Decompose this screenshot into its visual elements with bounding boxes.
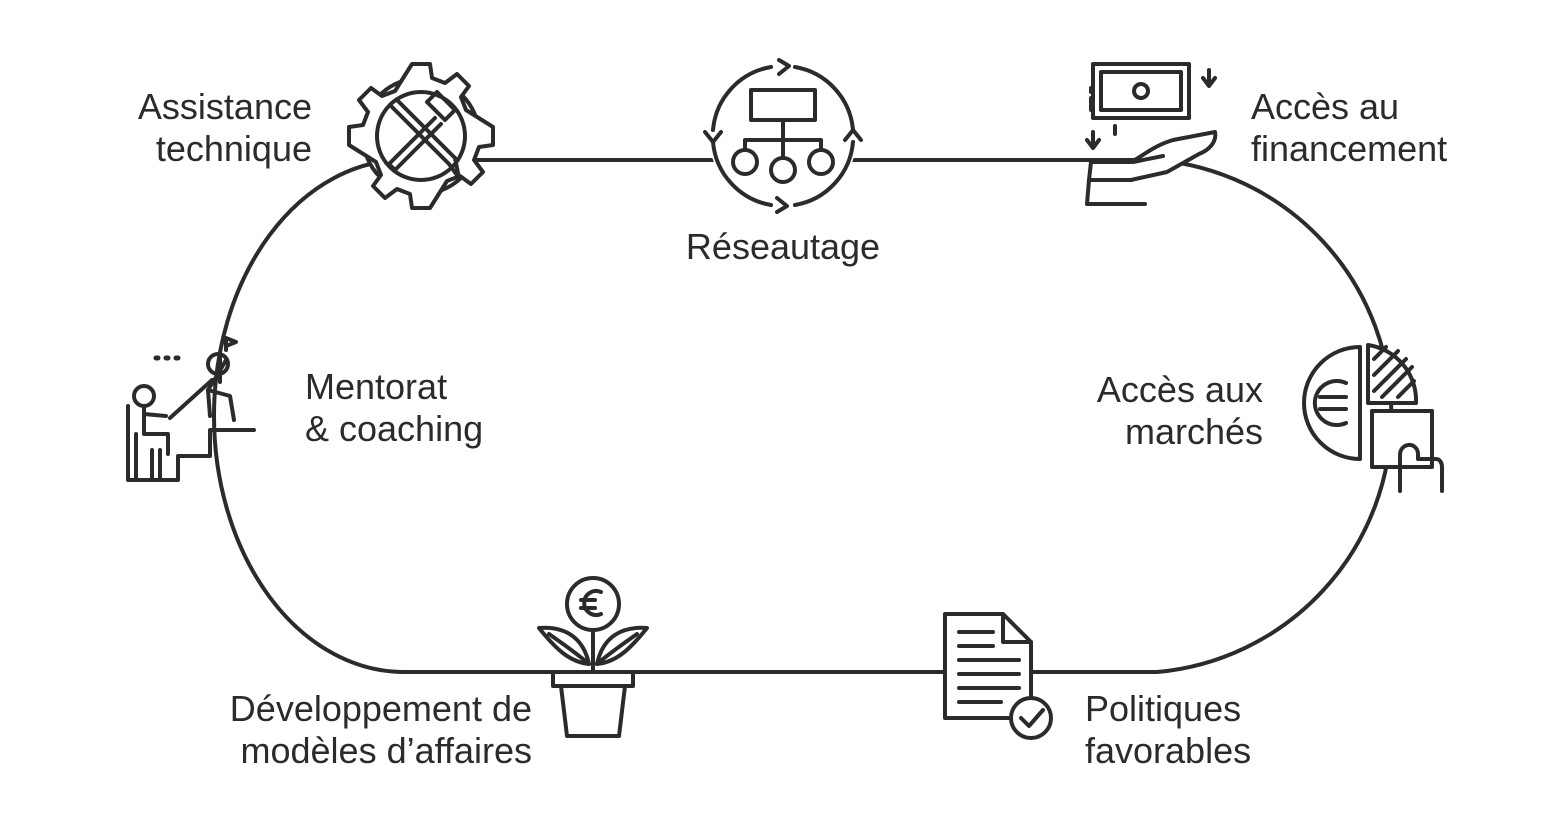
stage-business-models: Développement de modèles d’affaires xyxy=(140,688,532,772)
stage-policies-line1: Politiques xyxy=(1085,688,1242,729)
money-hand-icon xyxy=(1085,62,1218,206)
stage-financing-line1: Accès au xyxy=(1251,86,1400,127)
gear-tools-icon xyxy=(347,62,495,210)
stage-business-models-line2: modèles d’affaires xyxy=(240,730,533,771)
stage-policies-line2: favorables xyxy=(1085,730,1252,771)
stage-mentoring-line2: & coaching xyxy=(305,408,484,449)
stage-markets-line1: Accès aux xyxy=(1096,369,1263,410)
euro-pie-chart-icon xyxy=(1302,343,1444,493)
cycle-loop-path xyxy=(212,158,1394,674)
stage-networking-line1: Réseautage xyxy=(685,226,881,267)
stage-financing: Accès au financement xyxy=(1251,86,1541,170)
stage-technical-assistance-line1: Assistance xyxy=(137,86,312,127)
stage-mentoring-line1: Mentorat xyxy=(305,366,448,407)
stage-networking: Réseautage xyxy=(633,226,933,268)
stage-mentoring: Mentorat & coaching xyxy=(305,366,565,450)
stage-business-models-line1: Développement de xyxy=(229,688,532,729)
stage-technical-assistance: Assistance technique xyxy=(80,86,312,170)
stage-markets: Accès aux marchés xyxy=(1000,369,1263,453)
stage-markets-line2: marchés xyxy=(1124,411,1263,452)
stage-policies: Politiques favorables xyxy=(1085,688,1345,772)
mentor-climbing-icon xyxy=(126,336,256,482)
network-cycle-icon xyxy=(703,58,863,214)
document-check-icon xyxy=(943,612,1053,740)
stage-financing-line2: financement xyxy=(1251,128,1448,169)
euro-plant-icon xyxy=(537,576,649,738)
stage-technical-assistance-line2: technique xyxy=(155,128,312,169)
